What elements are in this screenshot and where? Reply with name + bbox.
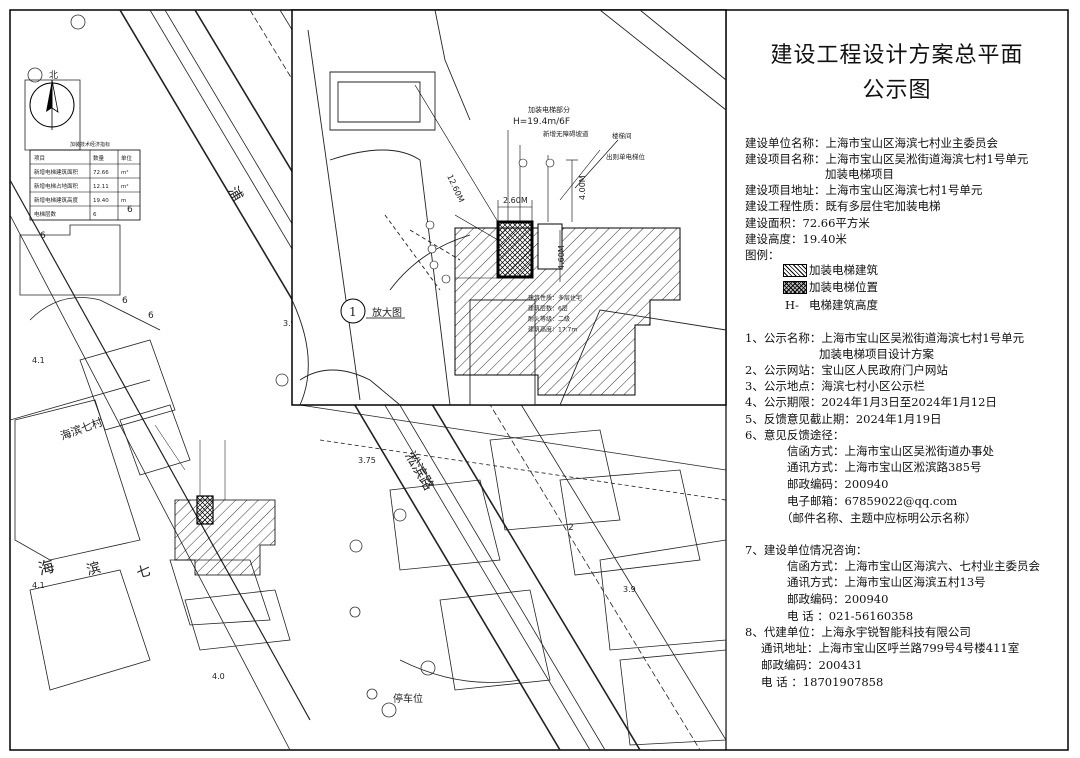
title-line-2: 公示图	[862, 78, 932, 103]
legend-label: 图例：	[745, 248, 780, 262]
project-height-line: 建设高度：19.40米	[745, 232, 847, 246]
notice-6-email: 电子邮箱：67859022@qq.com	[787, 494, 958, 508]
dim-width: 2.60M	[503, 196, 528, 205]
legend-item-elevator-building: 加装电梯建筑	[809, 263, 878, 277]
notice-6: 6、意见反馈途径：	[745, 428, 845, 442]
stats-cell-1-1: 12.11	[93, 184, 109, 190]
dim-depth2: 4.60M	[557, 245, 566, 270]
marker-num-4: 2	[568, 523, 574, 533]
building-info-0: 建筑性质：多层住宅	[528, 294, 582, 302]
notice-6-address: 通讯方式：上海市宝山区淞滨路385号	[787, 460, 982, 474]
stats-cell-0-1: 72.66	[93, 170, 109, 176]
notice-1b: 加装电梯项目设计方案	[819, 347, 934, 361]
stats-cell-3-0: 电梯层数	[34, 210, 57, 218]
label-parking: 停车位	[393, 692, 423, 705]
legend-item-elevator-position: 加装电梯位置	[809, 280, 878, 294]
elevation-1: 3.9	[623, 585, 636, 594]
project-address-line: 建设项目地址：上海市宝山区海滨七村1号单元	[745, 183, 983, 197]
marker-num-3: 6	[148, 311, 154, 321]
elevation-2: 3.75	[358, 456, 376, 465]
legend-h-symbol: H-	[785, 298, 799, 312]
label-haibin7: 海滨七村	[58, 415, 104, 443]
notice-8-tel: 电 话 ：18701907858	[761, 675, 884, 689]
stair-box	[537, 223, 563, 270]
building-info-1: 建筑层数：6层	[528, 305, 568, 313]
label-qi: 七	[135, 563, 153, 582]
project-area-line: 建设面积：72.66平方米	[745, 216, 870, 230]
notice-7-letter: 信函方式：上海市宝山区海滨六、七村业主委员会	[787, 559, 1040, 573]
stats-cell-1-0: 新增电梯占地面积	[34, 182, 79, 190]
notice-7-address: 通讯方式：上海市宝山区海滨五村13号	[787, 575, 986, 589]
notice-6-note: （邮件名称、主题中应标明公示名称）	[781, 511, 977, 525]
stats-table-title: 加装技术经济指标	[70, 141, 110, 148]
notice-8: 8、代建单位：上海永宇锐智能科技有限公司	[745, 625, 971, 639]
stats-cell-2-1: 19.40	[93, 198, 109, 204]
notice-7: 7、建设单位情况咨询：	[745, 543, 868, 557]
legend-panel: 建设工程设计方案总平面 公示图 建设单位名称：上海市宝山区海滨七村业主委员会 建…	[727, 10, 1067, 750]
marker-num-0: 6	[40, 231, 46, 241]
marker-num-1: 6	[127, 205, 133, 215]
notice-1: 1、公示名称：上海市宝山区吴淞街道海滨七村1号单元	[745, 331, 1025, 345]
legend-cross-swatch	[783, 281, 807, 294]
callout-title: 加装电梯部分	[528, 105, 570, 114]
notice-4: 4、公示期限：2024年1月3日至2024年1月12日	[745, 395, 997, 409]
enlarge-number: 1	[349, 305, 357, 319]
stats-cell-0-0: 新增电梯建筑面积	[34, 168, 79, 176]
callout-new-ramp: 新增无障碍坡道	[543, 129, 589, 138]
stats-header-2: 单位	[121, 154, 133, 162]
dim-depth: 4.00M	[578, 175, 587, 200]
base-map	[10, 10, 726, 750]
marker-num-2: 6	[122, 296, 128, 306]
label-hai: 海	[36, 556, 56, 578]
north-label: 北	[49, 70, 58, 81]
elevation-3: 4.0	[212, 672, 225, 681]
notice-8-address: 通讯地址：上海市宝山区呼兰路799号4号楼411室	[761, 641, 1020, 655]
label-songbin: 淞滨路	[402, 449, 437, 493]
stats-cell-3-1: 6	[93, 212, 97, 218]
callout-stair: 楼梯间	[612, 131, 632, 140]
elevation-4: 4.1	[32, 581, 45, 590]
site-elevator-building	[154, 424, 276, 576]
enlarge-marker	[340, 298, 366, 324]
elevator-box	[496, 220, 534, 279]
project-name-line: 建设项目名称：上海市宝山区吴淞街道海滨七村1号单元	[745, 152, 1029, 166]
callout-entry: 出则单电梯位	[606, 152, 646, 161]
stats-cell-0-2: m²	[121, 169, 129, 176]
notice-3: 3、公示地点：海滨七村小区公示栏	[745, 379, 925, 393]
notice-7-zip: 邮政编码：200940	[787, 592, 889, 606]
owner-line: 建设单位名称：上海市宝山区海滨七村业主委员会	[745, 136, 998, 150]
project-nature-line: 建设工程性质：既有多层住宅加装电梯	[745, 199, 941, 213]
title-line-1: 建设工程设计方案总平面	[770, 43, 1024, 68]
notice-6-zip: 邮政编码：200940	[787, 477, 889, 491]
stats-cell-2-2: m	[121, 198, 126, 204]
callout-height: H=19.4m/6F	[513, 117, 570, 127]
legend-item-height: 电梯建筑高度	[809, 298, 878, 312]
label-road: 浦	[225, 184, 246, 204]
notice-6-letter: 信函方式：上海市宝山区吴淞街道办事处	[787, 444, 994, 458]
notice-2: 2、公示网站：宝山区人民政府门户网站	[745, 363, 948, 377]
north-arrow: 北	[29, 70, 75, 130]
stats-header-1: 数量	[93, 154, 105, 162]
notice-5: 5、反馈意见截止期：2024年1月19日	[745, 412, 942, 426]
legend-hatch-swatch	[783, 264, 807, 277]
elevation-0: 4.1	[32, 356, 45, 365]
project-name-line-2: 加装电梯项目	[825, 167, 894, 181]
notice-8-zip: 邮政编码：200431	[761, 658, 863, 672]
building-info-2: 耐火等级：二级	[528, 315, 570, 323]
stats-cell-1-2: m²	[121, 183, 129, 190]
stats-header-0: 项目	[34, 155, 45, 162]
enlarge-label: 放大图	[372, 306, 402, 319]
notice-7-tel: 电 话 ：021-56160358	[787, 609, 914, 623]
stats-cell-2-0: 新增电梯建筑高度	[34, 196, 79, 204]
building-info-3: 建筑高度：17.7m	[528, 326, 577, 334]
label-bin: 滨	[85, 560, 103, 579]
elevation-5: 3.9	[283, 319, 296, 328]
